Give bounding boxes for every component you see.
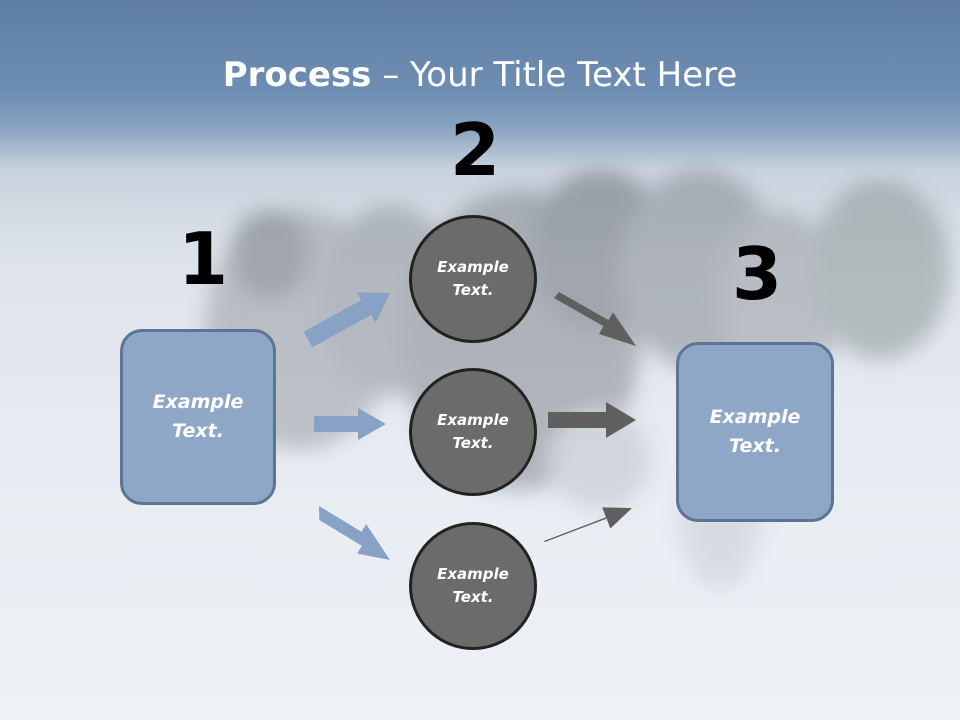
title-bold: Process <box>222 55 372 95</box>
title-rest: – Your Title Text Here <box>371 55 738 95</box>
circle-top: Example Text. <box>409 215 537 343</box>
step-number-1: 1 <box>178 217 229 301</box>
arrow-top-to-right <box>554 292 636 346</box>
circle-bottom: Example Text. <box>409 522 537 650</box>
slide-title: Process – Your Title Text Here <box>0 52 960 98</box>
left-step-box: Example Text. <box>120 329 276 505</box>
circle-middle: Example Text. <box>409 368 537 496</box>
left-box-line2: Text. <box>172 420 224 442</box>
circle-bottom-line2: Text. <box>452 588 494 606</box>
arrow-middle-to-right <box>548 402 636 438</box>
left-box-line1: Example <box>152 391 244 413</box>
right-box-line2: Text. <box>729 435 781 457</box>
circle-top-line2: Text. <box>452 281 494 299</box>
right-step-box: Example Text. <box>676 342 834 522</box>
circle-middle-line1: Example <box>437 411 509 429</box>
right-box-line1: Example <box>709 406 801 428</box>
circle-top-line1: Example <box>437 258 509 276</box>
arrow-bottom-to-right <box>544 507 632 542</box>
arrow-left-to-top <box>303 292 390 348</box>
circle-middle-line2: Text. <box>452 434 494 452</box>
step-number-2: 2 <box>450 108 501 192</box>
arrow-left-to-bottom <box>319 506 390 560</box>
arrow-left-to-middle <box>314 408 386 440</box>
circle-bottom-line1: Example <box>437 565 509 583</box>
step-number-3: 3 <box>732 232 783 316</box>
